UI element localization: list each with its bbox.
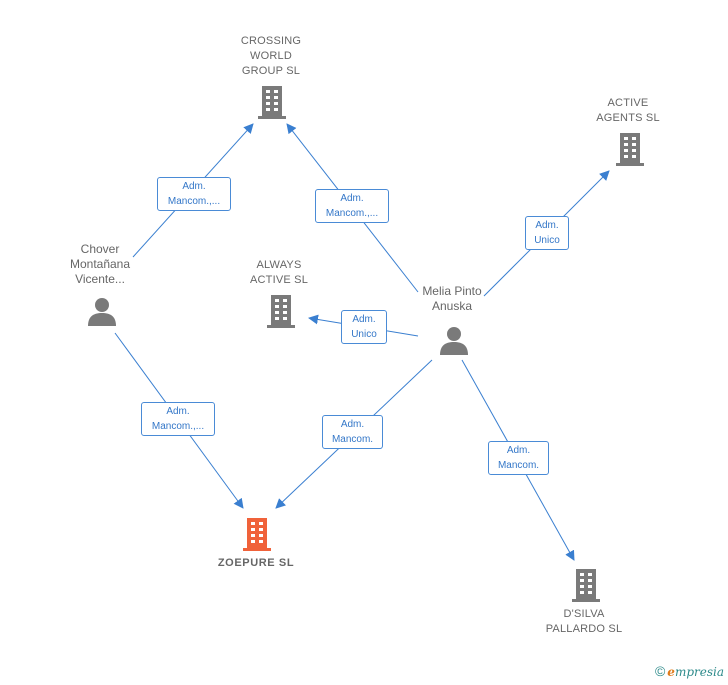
edge-label-chover-crossing[interactable]: Adm. Mancom.,... bbox=[157, 177, 231, 211]
edge-label-line: Adm. bbox=[340, 419, 365, 430]
node-label-line: CROSSING bbox=[240, 35, 302, 47]
node-label-active-agents[interactable]: ACTIVE AGENTS SL bbox=[596, 96, 660, 126]
node-label-line: ALWAYS bbox=[256, 259, 302, 271]
node-label-line: ACTIVE bbox=[607, 97, 649, 109]
building-icon[interactable] bbox=[266, 293, 296, 329]
edge-label-line: Adm. bbox=[535, 220, 559, 231]
node-label-always-active[interactable]: ALWAYS ACTIVE SL bbox=[250, 258, 308, 288]
node-label-zoepure[interactable]: ZOEPURE SL bbox=[218, 556, 294, 571]
edge-label-line: Unico bbox=[351, 329, 377, 340]
node-label-line: WORLD bbox=[250, 50, 292, 62]
edge-label-chover-zoepure[interactable]: Adm. Mancom.,... bbox=[141, 402, 215, 436]
copyright-symbol: © bbox=[654, 663, 666, 679]
node-label-line: Vicente... bbox=[75, 272, 125, 286]
edge-label-melia-active-agents[interactable]: Adm. Unico bbox=[525, 216, 569, 250]
edge-label-melia-always-active[interactable]: Adm. Unico bbox=[341, 310, 387, 344]
edge-label-melia-crossing[interactable]: Adm. Mancom.,... bbox=[315, 189, 389, 223]
edge-label-melia-zoepure[interactable]: Adm. Mancom. bbox=[322, 415, 383, 449]
building-icon-main[interactable] bbox=[242, 516, 272, 552]
node-label-chover[interactable]: Chover Montañana Vicente... bbox=[70, 242, 130, 287]
node-label-line: Chover bbox=[80, 242, 120, 256]
node-label-line: D'SILVA bbox=[563, 608, 605, 620]
edge-label-line: Adm. bbox=[352, 314, 376, 325]
building-icon[interactable] bbox=[615, 131, 645, 167]
node-label-line: ACTIVE SL bbox=[249, 274, 309, 286]
node-label-line: Anuska bbox=[431, 299, 473, 313]
node-label-dsilva[interactable]: D'SILVA PALLARDO SL bbox=[546, 607, 623, 637]
building-icon[interactable] bbox=[257, 84, 287, 120]
node-label-line: GROUP SL bbox=[241, 65, 301, 77]
edge-label-line: Mancom. bbox=[331, 434, 374, 445]
edge-label-line: Mancom. bbox=[497, 460, 540, 471]
person-icon[interactable] bbox=[87, 296, 117, 326]
edge-label-line: Adm. bbox=[340, 193, 364, 204]
edge-label-line: Mancom.,... bbox=[325, 208, 379, 219]
edge-label-line: Adm. bbox=[506, 445, 531, 456]
edge-label-line: Adm. bbox=[166, 406, 190, 417]
brand-name: mpresia bbox=[674, 665, 724, 679]
edge-label-line: Adm. bbox=[182, 181, 206, 192]
building-icon[interactable] bbox=[571, 567, 601, 603]
node-label-line: Melia Pinto bbox=[422, 284, 482, 298]
edge-label-line: Mancom.,... bbox=[151, 421, 205, 432]
brand-initial: e bbox=[667, 665, 675, 679]
edge-label-line: Mancom.,... bbox=[167, 196, 221, 207]
node-label-line: Montañana bbox=[69, 257, 131, 271]
edge-label-melia-dsilva[interactable]: Adm. Mancom. bbox=[488, 441, 549, 475]
empresia-watermark: ©empresia bbox=[655, 663, 724, 679]
person-icon[interactable] bbox=[439, 325, 469, 355]
node-label-line: PALLARDO SL bbox=[545, 623, 623, 635]
node-label-line: AGENTS SL bbox=[596, 112, 660, 124]
edge-label-line: Unico bbox=[534, 235, 560, 246]
node-label-line: ZOEPURE SL bbox=[217, 557, 295, 569]
node-label-melia[interactable]: Melia Pinto Anuska bbox=[422, 284, 481, 314]
node-label-crossing-world-group[interactable]: CROSSING WORLD GROUP SL bbox=[241, 34, 301, 79]
